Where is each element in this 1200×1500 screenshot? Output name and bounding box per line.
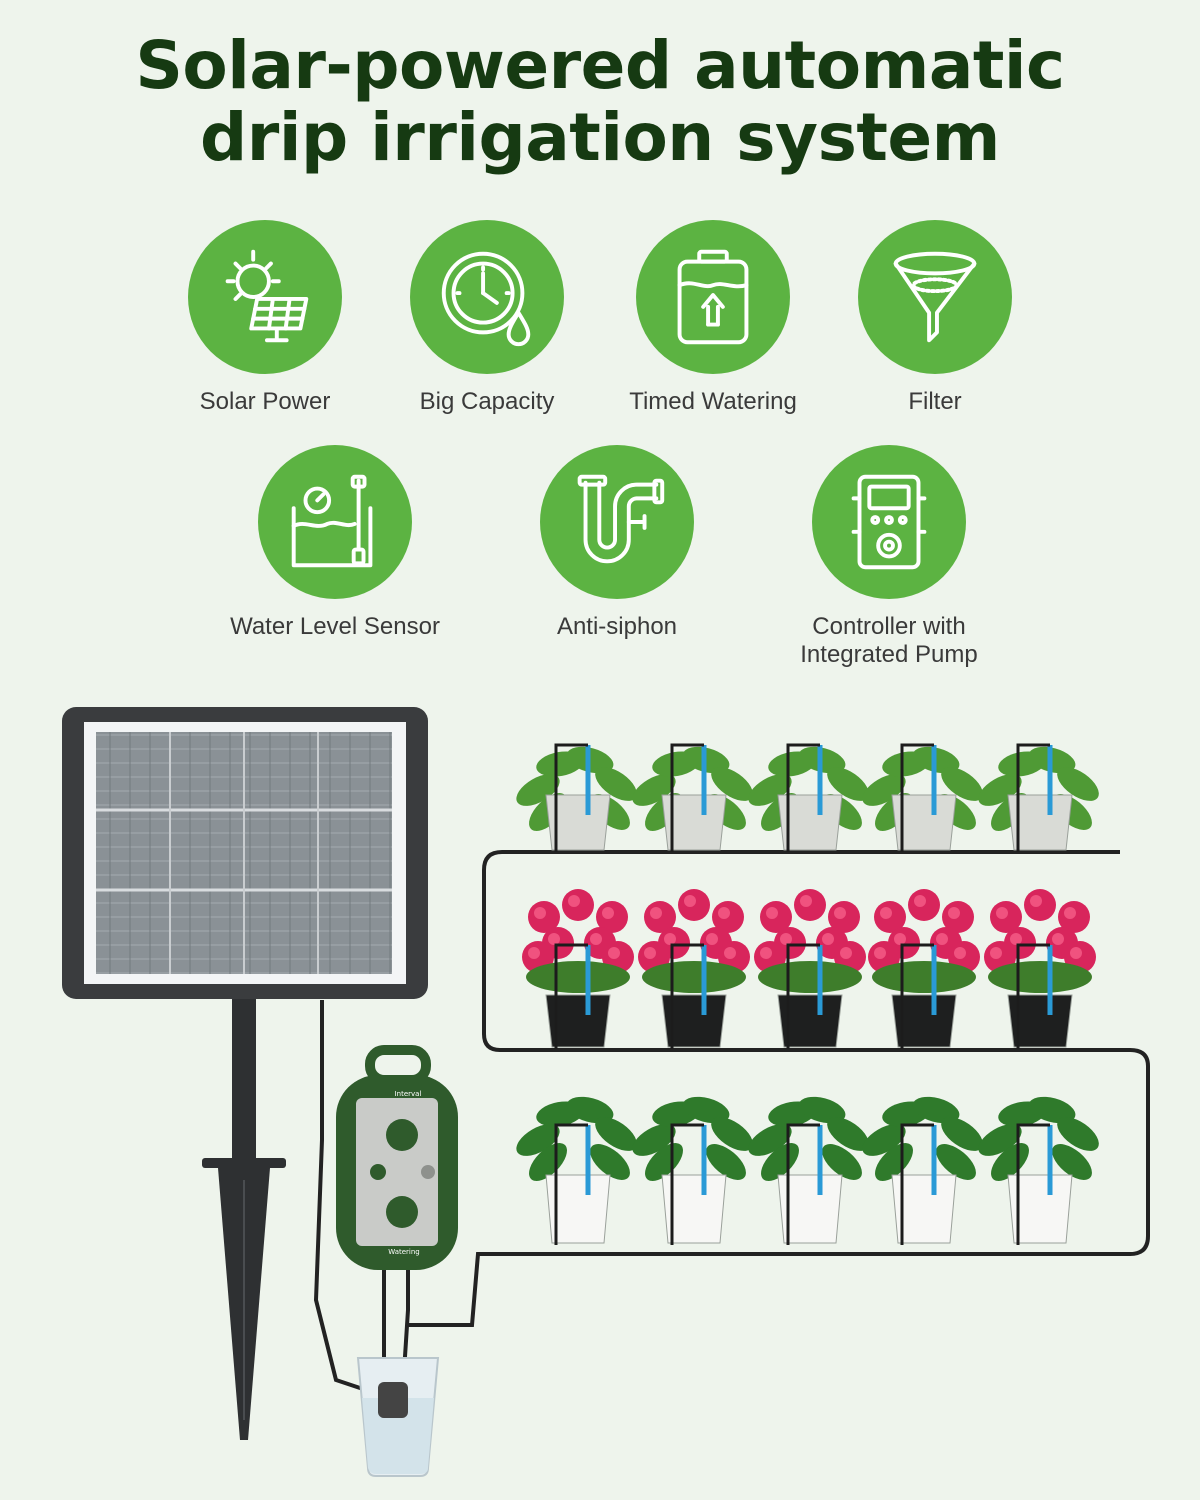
- feature-timed-watering: Timed Watering: [583, 220, 843, 416]
- feature-circle: [812, 445, 966, 599]
- plant-pot: [638, 889, 750, 1049]
- page-title: Solar-powered automatic drip irrigation …: [0, 30, 1200, 174]
- feature-big-capacity: Big Capacity: [357, 220, 617, 416]
- feature-circle: [540, 445, 694, 599]
- feature-solar-power: Solar Power: [135, 220, 395, 416]
- plant-pot: [868, 889, 980, 1049]
- plant-pot: [748, 743, 869, 852]
- feature-label: Big Capacity: [419, 388, 555, 415]
- feature-label-line-2: Integrated Pump: [800, 641, 978, 668]
- feature-circle: [636, 220, 790, 374]
- feature-anti-siphon: Anti-siphon: [487, 445, 747, 641]
- feature-circle: [410, 220, 564, 374]
- plant-rows: [516, 743, 1099, 1245]
- tank-arrow-icon: [677, 249, 749, 345]
- plant-pot: [978, 1096, 1099, 1245]
- feature-controller: Controller with Integrated Pump: [759, 445, 1019, 669]
- controller-top-label: Interval: [395, 1090, 422, 1098]
- plant-pot: [984, 889, 1096, 1049]
- funnel-icon: [893, 251, 977, 343]
- feature-label: Anti-siphon: [556, 613, 678, 640]
- controller-icon: [851, 474, 927, 570]
- controller-bottom-label: Watering: [388, 1248, 420, 1256]
- title-line-2: drip irrigation system: [200, 99, 1000, 176]
- clock-drop-icon: [441, 251, 531, 347]
- plant-pot: [522, 889, 634, 1049]
- siphon-pipe-icon: [577, 474, 665, 564]
- feature-label: Solar Power: [199, 388, 331, 415]
- plant-pot: [754, 889, 866, 1049]
- plant-pot: [632, 1096, 753, 1245]
- title-line-1: Solar-powered automatic: [135, 27, 1065, 104]
- feature-circle: [188, 220, 342, 374]
- feature-label: Water Level Sensor: [230, 613, 440, 640]
- product-scene: Interval Watering: [62, 707, 1150, 1477]
- feature-circle: [258, 445, 412, 599]
- solar-panel: [62, 707, 428, 1440]
- feature-water-level-sensor: Water Level Sensor: [205, 445, 465, 641]
- feature-circle: [858, 220, 1012, 374]
- feature-label: Filter: [908, 388, 962, 415]
- plant-pot: [748, 1096, 869, 1245]
- feature-label-line-1: Controller with: [812, 613, 966, 640]
- feature-filter: Filter: [805, 220, 1065, 416]
- solar-panel-icon: [225, 249, 309, 343]
- controller-device: [336, 1045, 458, 1270]
- plant-pot: [516, 743, 637, 852]
- plant-pot: [978, 743, 1099, 852]
- water-level-icon: [291, 474, 373, 568]
- plant-pot: [862, 743, 983, 852]
- plant-pot: [632, 743, 753, 852]
- feature-label: Timed Watering: [629, 388, 797, 415]
- plant-pot: [862, 1096, 983, 1245]
- feature-label: Controller with Integrated Pump: [759, 613, 1019, 669]
- water-glass: [356, 1357, 440, 1477]
- plant-pot: [516, 1096, 637, 1245]
